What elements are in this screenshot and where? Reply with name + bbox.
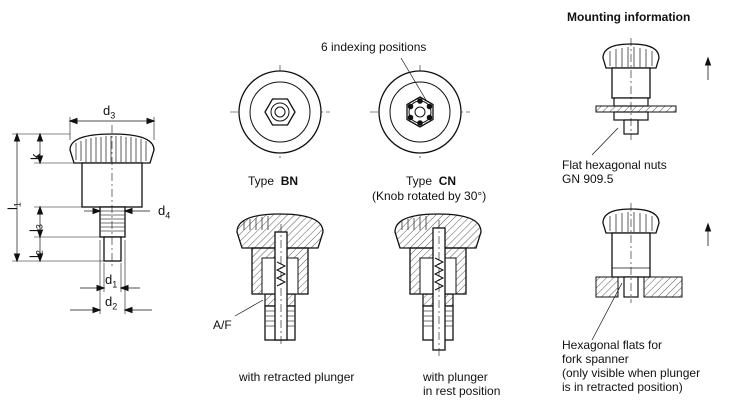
- end-view-bn: [230, 65, 330, 160]
- dim-l3: l3: [27, 224, 45, 232]
- section-view-rest: [394, 213, 482, 356]
- indexing-label: 6 indexing positions: [321, 40, 427, 54]
- type-bn-label: Type BN: [248, 174, 298, 188]
- type-bn-prefix: Type: [248, 174, 275, 188]
- af-label: A/F: [213, 318, 232, 332]
- dim-d2: d2: [105, 294, 118, 312]
- mount-bottom-line1: Hexagonal flats for: [562, 338, 663, 352]
- type-cn-note: (Knob rotated by 30°): [372, 189, 487, 203]
- caption-rest-line2: in rest position: [423, 384, 501, 398]
- caption-rest-line1: with plunger: [423, 370, 488, 384]
- mount-top-line1: Flat hexagonal nuts: [562, 158, 667, 172]
- dim-k: k: [28, 153, 43, 161]
- dim-d3: d3: [103, 103, 116, 121]
- mount-bottom-line2: fork spanner: [562, 352, 629, 366]
- caption-retracted: with retracted plunger: [239, 370, 355, 384]
- dim-d1: d1: [105, 272, 118, 290]
- type-bn-code: BN: [280, 174, 299, 188]
- type-cn-code: CN: [438, 174, 457, 188]
- mount-top-line2: GN 909.5: [562, 172, 614, 186]
- section-view-retracted: [234, 213, 324, 345]
- dim-d4: d4: [158, 203, 171, 221]
- end-view-cn: [370, 57, 470, 160]
- mounting-heading: Mounting information: [567, 10, 691, 24]
- dim-l2: l2: [27, 250, 45, 258]
- side-view-dimensioned: [12, 117, 156, 314]
- type-cn-label: Type CN: [406, 174, 456, 188]
- mount-bottom-line3: (only visible when plunger: [562, 366, 701, 380]
- mount-bottom-line4: is in retracted position): [562, 380, 683, 394]
- mount-view-bottom: [591, 203, 712, 341]
- dim-l1: l1: [5, 202, 23, 210]
- type-cn-prefix: Type: [406, 174, 433, 188]
- mount-view-top: [591, 38, 712, 156]
